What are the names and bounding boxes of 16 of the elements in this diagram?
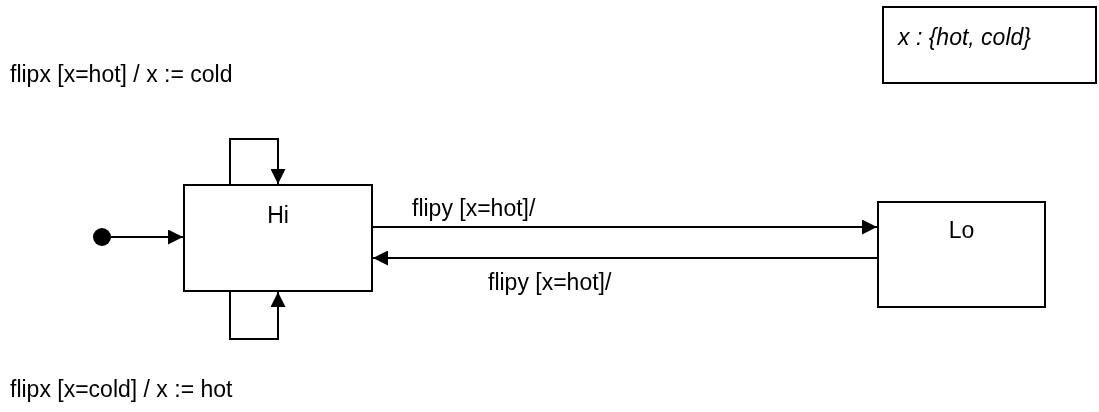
note-box bbox=[882, 6, 1097, 84]
self-transition-arrow bbox=[229, 291, 286, 340]
variable-declaration: x : {hot, cold} bbox=[898, 24, 1031, 51]
state-name: Hi bbox=[267, 202, 289, 229]
self-transition-arrow bbox=[229, 138, 286, 185]
transition-label: flipx [x=hot] / x := cold bbox=[10, 62, 233, 88]
transition-label: flipx [x=cold] / x := hot bbox=[10, 377, 233, 403]
transition-label: flipy [x=hot]/ bbox=[488, 270, 612, 296]
state-box bbox=[877, 201, 1046, 308]
transition-arrow bbox=[110, 229, 184, 245]
initial-state-dot bbox=[93, 228, 111, 246]
state-box bbox=[183, 184, 373, 292]
state-name: Lo bbox=[948, 217, 975, 244]
transition-arrow bbox=[372, 250, 878, 266]
transition-arrow bbox=[372, 219, 878, 235]
transition-label: flipy [x=hot]/ bbox=[412, 196, 536, 222]
